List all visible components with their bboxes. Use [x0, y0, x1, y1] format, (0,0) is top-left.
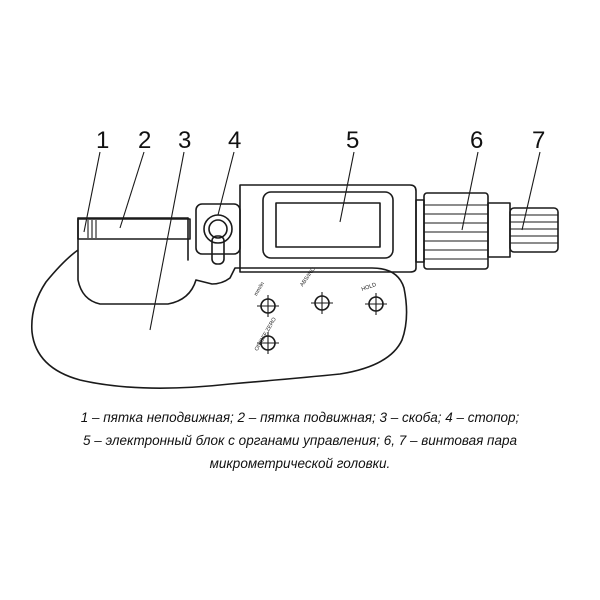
control-buttons: mm/in ABS/INC HOLD ON/OFF ZERO: [253, 267, 387, 354]
figure-caption: 1 – пятка неподвижная; 2 – пятка подвижн…: [20, 406, 580, 475]
abs-inc-button: [311, 292, 333, 314]
on-off-zero-button: [257, 332, 279, 354]
callout-5: 5: [346, 127, 359, 154]
callout-3: 3: [178, 127, 191, 154]
lcd-display: [275, 202, 381, 248]
leader-lines: [83, 151, 541, 331]
fixed-anvil: [77, 218, 191, 240]
electronic-unit: [239, 184, 417, 273]
callout-7: 7: [532, 127, 545, 154]
thimble: [415, 192, 511, 270]
callout-1: 1: [96, 127, 109, 154]
ratchet: [509, 207, 559, 253]
hold-button: [365, 293, 387, 315]
mm-in-button: [257, 295, 279, 317]
caption-line-3: микрометрической головки.: [209, 456, 391, 471]
abs-inc-label: ABS/INC: [299, 267, 317, 288]
caption-line-1: 1 – пятка неподвижная; 2 – пятка подвижн…: [80, 410, 520, 425]
callout-6: 6: [470, 127, 483, 154]
callout-2: 2: [138, 127, 151, 154]
mm-in-label: mm/in: [253, 281, 266, 297]
hold-label: HOLD: [361, 282, 377, 293]
caption-line-2: 5 – электронный блок с органами управлен…: [82, 433, 518, 448]
callout-4: 4: [228, 127, 241, 154]
